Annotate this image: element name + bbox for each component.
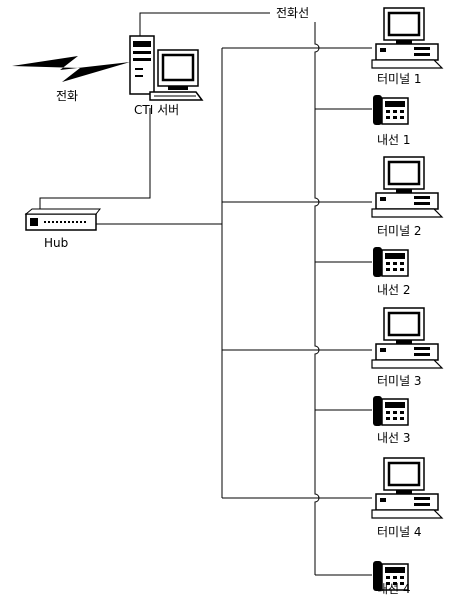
connection-lines [40,13,372,575]
extension-1-telephone-icon [373,95,408,125]
terminal-3-label: 터미널 3 [377,374,422,388]
phone-label: 전화 [56,89,78,103]
extension-4-label: 내선 4 [377,582,411,596]
terminal-3-icon [372,308,442,368]
extension-3-telephone-icon [373,396,408,426]
terminal-1-label: 터미널 1 [377,72,422,86]
server-hub-wire [40,108,150,214]
terminal-4-label: 터미널 4 [377,525,422,539]
phone-trunk-wire [315,22,319,575]
phone-line-label: 전화선 [276,6,309,20]
hub-label: Hub [44,236,68,250]
extension-3-label: 내선 3 [377,431,411,445]
terminal-2-icon [372,157,442,217]
terminal-4-icon [372,458,442,518]
terminal-1-icon [372,8,442,68]
cti-server-label: CTI 서버 [134,103,179,117]
server-computer-icon [130,36,202,100]
lightning-icon [12,56,130,82]
extension-2-label: 내선 2 [377,283,411,297]
terminal-2-label: 터미널 2 [377,224,422,238]
network-hub-icon [26,209,100,230]
phone-line-wire [140,13,270,38]
extension-1-label: 내선 1 [377,133,411,147]
extension-2-telephone-icon [373,247,408,277]
